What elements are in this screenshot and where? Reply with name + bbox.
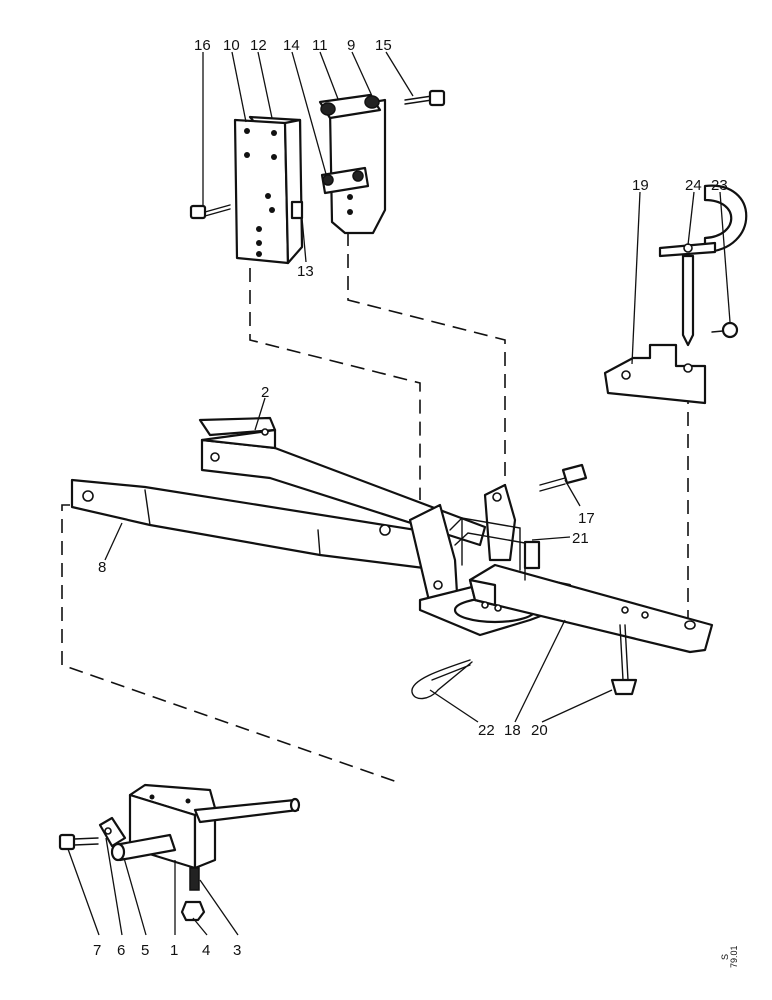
bracket-part-1	[98, 783, 301, 870]
callout-7: 7	[93, 942, 101, 959]
callout-4: 4	[202, 942, 210, 959]
linch-pin-part-22	[411, 659, 473, 700]
callout-20: 20	[531, 722, 548, 739]
callout-17: 17	[578, 510, 595, 527]
callout-24: 24	[685, 177, 702, 194]
bolt-part-20	[610, 624, 638, 696]
callout-labels: 16 10 12 14 11 9 15 13 19 24 23 2 17 21 …	[93, 37, 728, 959]
bolt-part-15	[404, 89, 446, 107]
callout-14: 14	[283, 37, 300, 54]
callout-18: 18	[504, 722, 521, 739]
stamp-line-2: 79.01	[729, 945, 739, 968]
callout-2: 2	[261, 384, 269, 401]
callout-13: 13	[297, 263, 314, 280]
callout-21: 21	[572, 530, 589, 547]
callout-10: 10	[223, 37, 240, 54]
callout-12: 12	[250, 37, 267, 54]
hitch-pin-assembly-part-24	[603, 184, 748, 405]
callout-11: 11	[312, 37, 328, 54]
callout-6: 6	[117, 942, 125, 959]
callout-22: 22	[478, 722, 495, 739]
assembly-guide-lines	[61, 232, 689, 784]
callout-16: 16	[194, 37, 211, 54]
stamp-line-1: S	[720, 954, 730, 960]
bracket-part-9	[318, 93, 387, 235]
drawbar-part-18	[468, 563, 714, 654]
callout-1: 1	[170, 942, 178, 959]
stud-part-3	[180, 867, 206, 922]
callout-15: 15	[375, 37, 392, 54]
leader-lines	[67, 51, 731, 936]
callout-5: 5	[141, 942, 149, 959]
callout-23: 23	[711, 177, 728, 194]
reference-stamp: S 79.01	[720, 945, 739, 968]
callout-8: 8	[98, 559, 106, 576]
callout-9: 9	[347, 37, 355, 54]
bolt-part-7	[58, 833, 99, 851]
bolt-part-16	[189, 204, 231, 220]
callout-3: 3	[233, 942, 241, 959]
bolt-part-17	[539, 463, 588, 492]
u-clamp-part-21	[449, 517, 541, 581]
callout-19: 19	[632, 177, 649, 194]
plate-bracket-part-10	[233, 115, 304, 265]
